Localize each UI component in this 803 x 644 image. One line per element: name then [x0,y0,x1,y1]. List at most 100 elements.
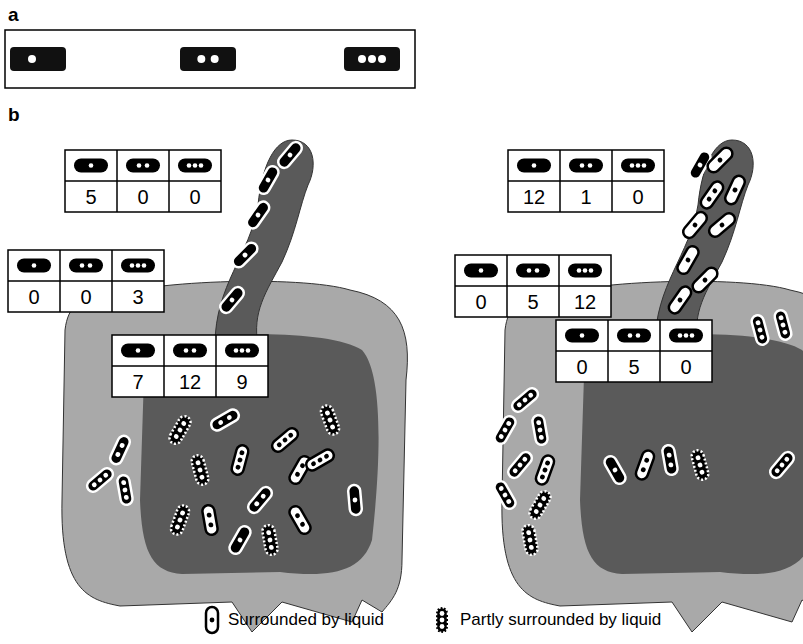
bacterium-dot [240,348,245,353]
bacterium-body [304,447,336,472]
bacterium-dot [177,517,183,523]
bacterium-body [568,264,602,278]
bacterium-dot [537,502,544,509]
bacterium [681,210,709,241]
bacterium-dot [529,545,535,551]
table-rule [65,180,221,182]
table-cell: 12 [523,185,545,208]
table-rule [163,335,165,397]
bacterium-dot [636,333,641,338]
panel-a-frame [5,30,415,88]
bacterium-body [126,159,160,173]
bacterium-body [167,414,192,446]
bacterium [527,489,552,521]
table-rule [659,320,661,382]
bacterium [261,524,278,556]
bacterium-body [681,210,709,241]
bacterium-dot [317,457,324,464]
bacterium [190,454,209,486]
bacterium-body [569,159,603,173]
bacterium-body [225,344,259,358]
bacterium [218,285,246,316]
bacterium [108,434,132,466]
bacterium [436,607,448,633]
bacterium-dot [287,432,294,439]
bacterium-body [169,504,191,536]
bacterium-dot [199,163,204,168]
bacterium [255,164,280,196]
bacterium-dot [124,495,130,501]
tube-region [215,140,313,345]
bacterium [276,140,304,171]
bacterium-dot [521,456,528,463]
bacterium [344,47,400,71]
bacterium-dot [28,55,36,63]
bacterium [698,179,725,210]
bacterium-body [116,474,133,506]
bacterium-dot [779,462,786,469]
bacterium-dot [666,452,672,458]
bacterium-dot [544,460,550,466]
bacterium-dot [697,462,703,468]
bacterium-body [492,414,517,446]
bacterium [319,404,341,436]
bacterium-body [768,450,796,481]
bacterium-dot [702,277,709,284]
bacterium-body [178,159,212,173]
table-rule [8,280,164,282]
bacterium-dot [142,263,147,268]
bacterium-dot [195,460,201,466]
legend-text: Partly surrounded by liquid [460,610,661,630]
bacterium-dot [583,268,588,273]
table-cell: 0 [28,285,39,308]
bacterium-dot [211,55,219,63]
bacterium-dot [498,485,505,492]
bacterium-body [255,164,280,196]
bacterium-dot [121,480,127,486]
bacterium [723,174,747,206]
bacterium-dot [440,624,445,629]
bacterium [85,466,116,494]
bacterium-dot [498,433,505,440]
bacterium-body [180,47,236,71]
bacterium-dot [539,474,545,480]
bacterium-body [270,426,301,454]
bacterium [230,444,249,476]
bacterium-dot [502,427,509,434]
bacterium-icon [569,159,603,173]
bacterium-dot [580,333,585,338]
bacterium [116,474,133,506]
bacterium-dot [255,212,262,219]
table-cell: 9 [236,370,247,393]
bacterium-dot [184,348,189,353]
bacterium-dot [329,424,335,430]
bacterium-dot [539,435,545,441]
bacterium-body [230,240,260,270]
bacterium-icon [669,329,703,343]
bacterium-dot [299,521,306,528]
count-table [556,320,712,382]
bacterium-dot [88,263,93,268]
table-cell: 5 [527,290,538,313]
bacterium-dot [276,441,283,448]
bacterium-icon [74,159,108,173]
bacterium [244,199,271,230]
bacterium-dot [699,469,705,475]
bacterium [521,524,538,556]
table-cell: 0 [137,185,148,208]
table-cell: 12 [574,290,596,313]
bacterium-dot [537,427,543,433]
bacterium [768,450,796,481]
table-rule [607,320,609,382]
table-rule [112,365,268,367]
bacterium-body [344,47,400,71]
bacterium-body [707,211,738,239]
bacterium-body [634,449,656,481]
bacterium-body [750,314,769,346]
bacterium [666,284,693,315]
table-rule [59,250,61,312]
bacterium-body [666,284,693,315]
bacterium-dot [732,187,738,193]
bacterium-body [74,159,108,173]
bacterium [661,444,678,476]
